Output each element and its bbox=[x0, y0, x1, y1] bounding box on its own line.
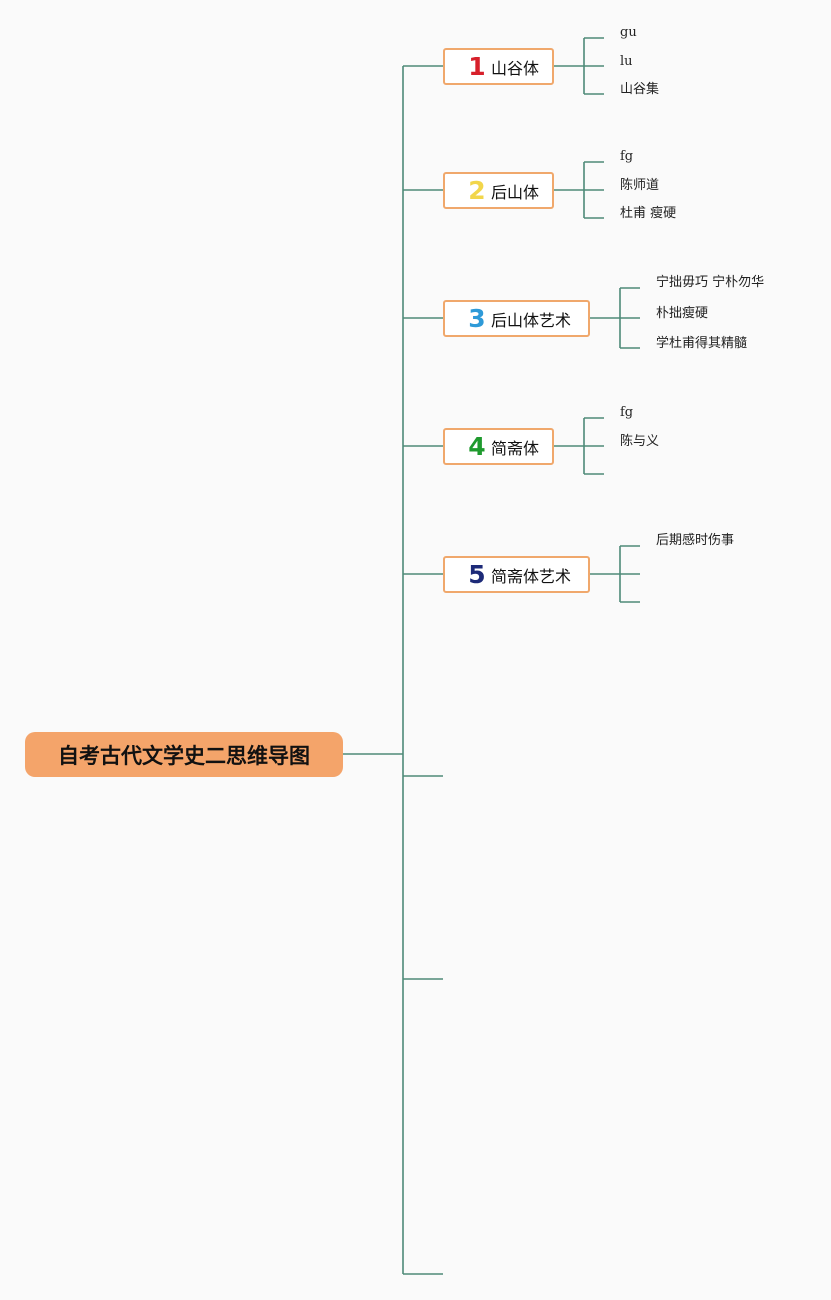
subtopic-item[interactable]: lu bbox=[620, 54, 633, 69]
topic-number-icon: 1 bbox=[468, 52, 486, 81]
subtopic-item[interactable]: 朴拙瘦硬 bbox=[656, 306, 709, 321]
topic-label: 山谷体 bbox=[491, 58, 540, 78]
subtopic-item[interactable]: gu bbox=[620, 25, 637, 40]
subtopic-item[interactable]: 山谷集 bbox=[620, 82, 660, 97]
topic-number-icon: 3 bbox=[468, 304, 486, 333]
subtopic-item[interactable]: 杜甫 瘦硬 bbox=[620, 206, 677, 221]
topic-number-icon: 4 bbox=[468, 432, 486, 461]
topic-label: 后山体 bbox=[491, 182, 540, 202]
subtopic-item[interactable]: 陈师道 bbox=[620, 178, 660, 193]
subtopic-item[interactable]: fg bbox=[620, 149, 634, 164]
topic-number-icon: 2 bbox=[468, 176, 486, 205]
topic-label: 后山体艺术 bbox=[491, 310, 572, 330]
topic-label: 简斋体 bbox=[491, 438, 540, 458]
subtopic-item[interactable]: 宁拙毋巧 宁朴勿华 bbox=[656, 275, 765, 290]
topic-label: 简斋体艺术 bbox=[491, 566, 572, 586]
subtopic-item[interactable]: 学杜甫得其精髓 bbox=[656, 336, 748, 351]
subtopic-item[interactable]: 陈与义 bbox=[620, 434, 660, 449]
subtopic-item[interactable]: 后期感时伤事 bbox=[656, 533, 735, 548]
subtopic-item[interactable]: fg bbox=[620, 405, 634, 420]
topic-number-icon: 5 bbox=[468, 560, 486, 589]
central-topic[interactable]: 自考古代文学史二思维导图 bbox=[25, 732, 343, 777]
